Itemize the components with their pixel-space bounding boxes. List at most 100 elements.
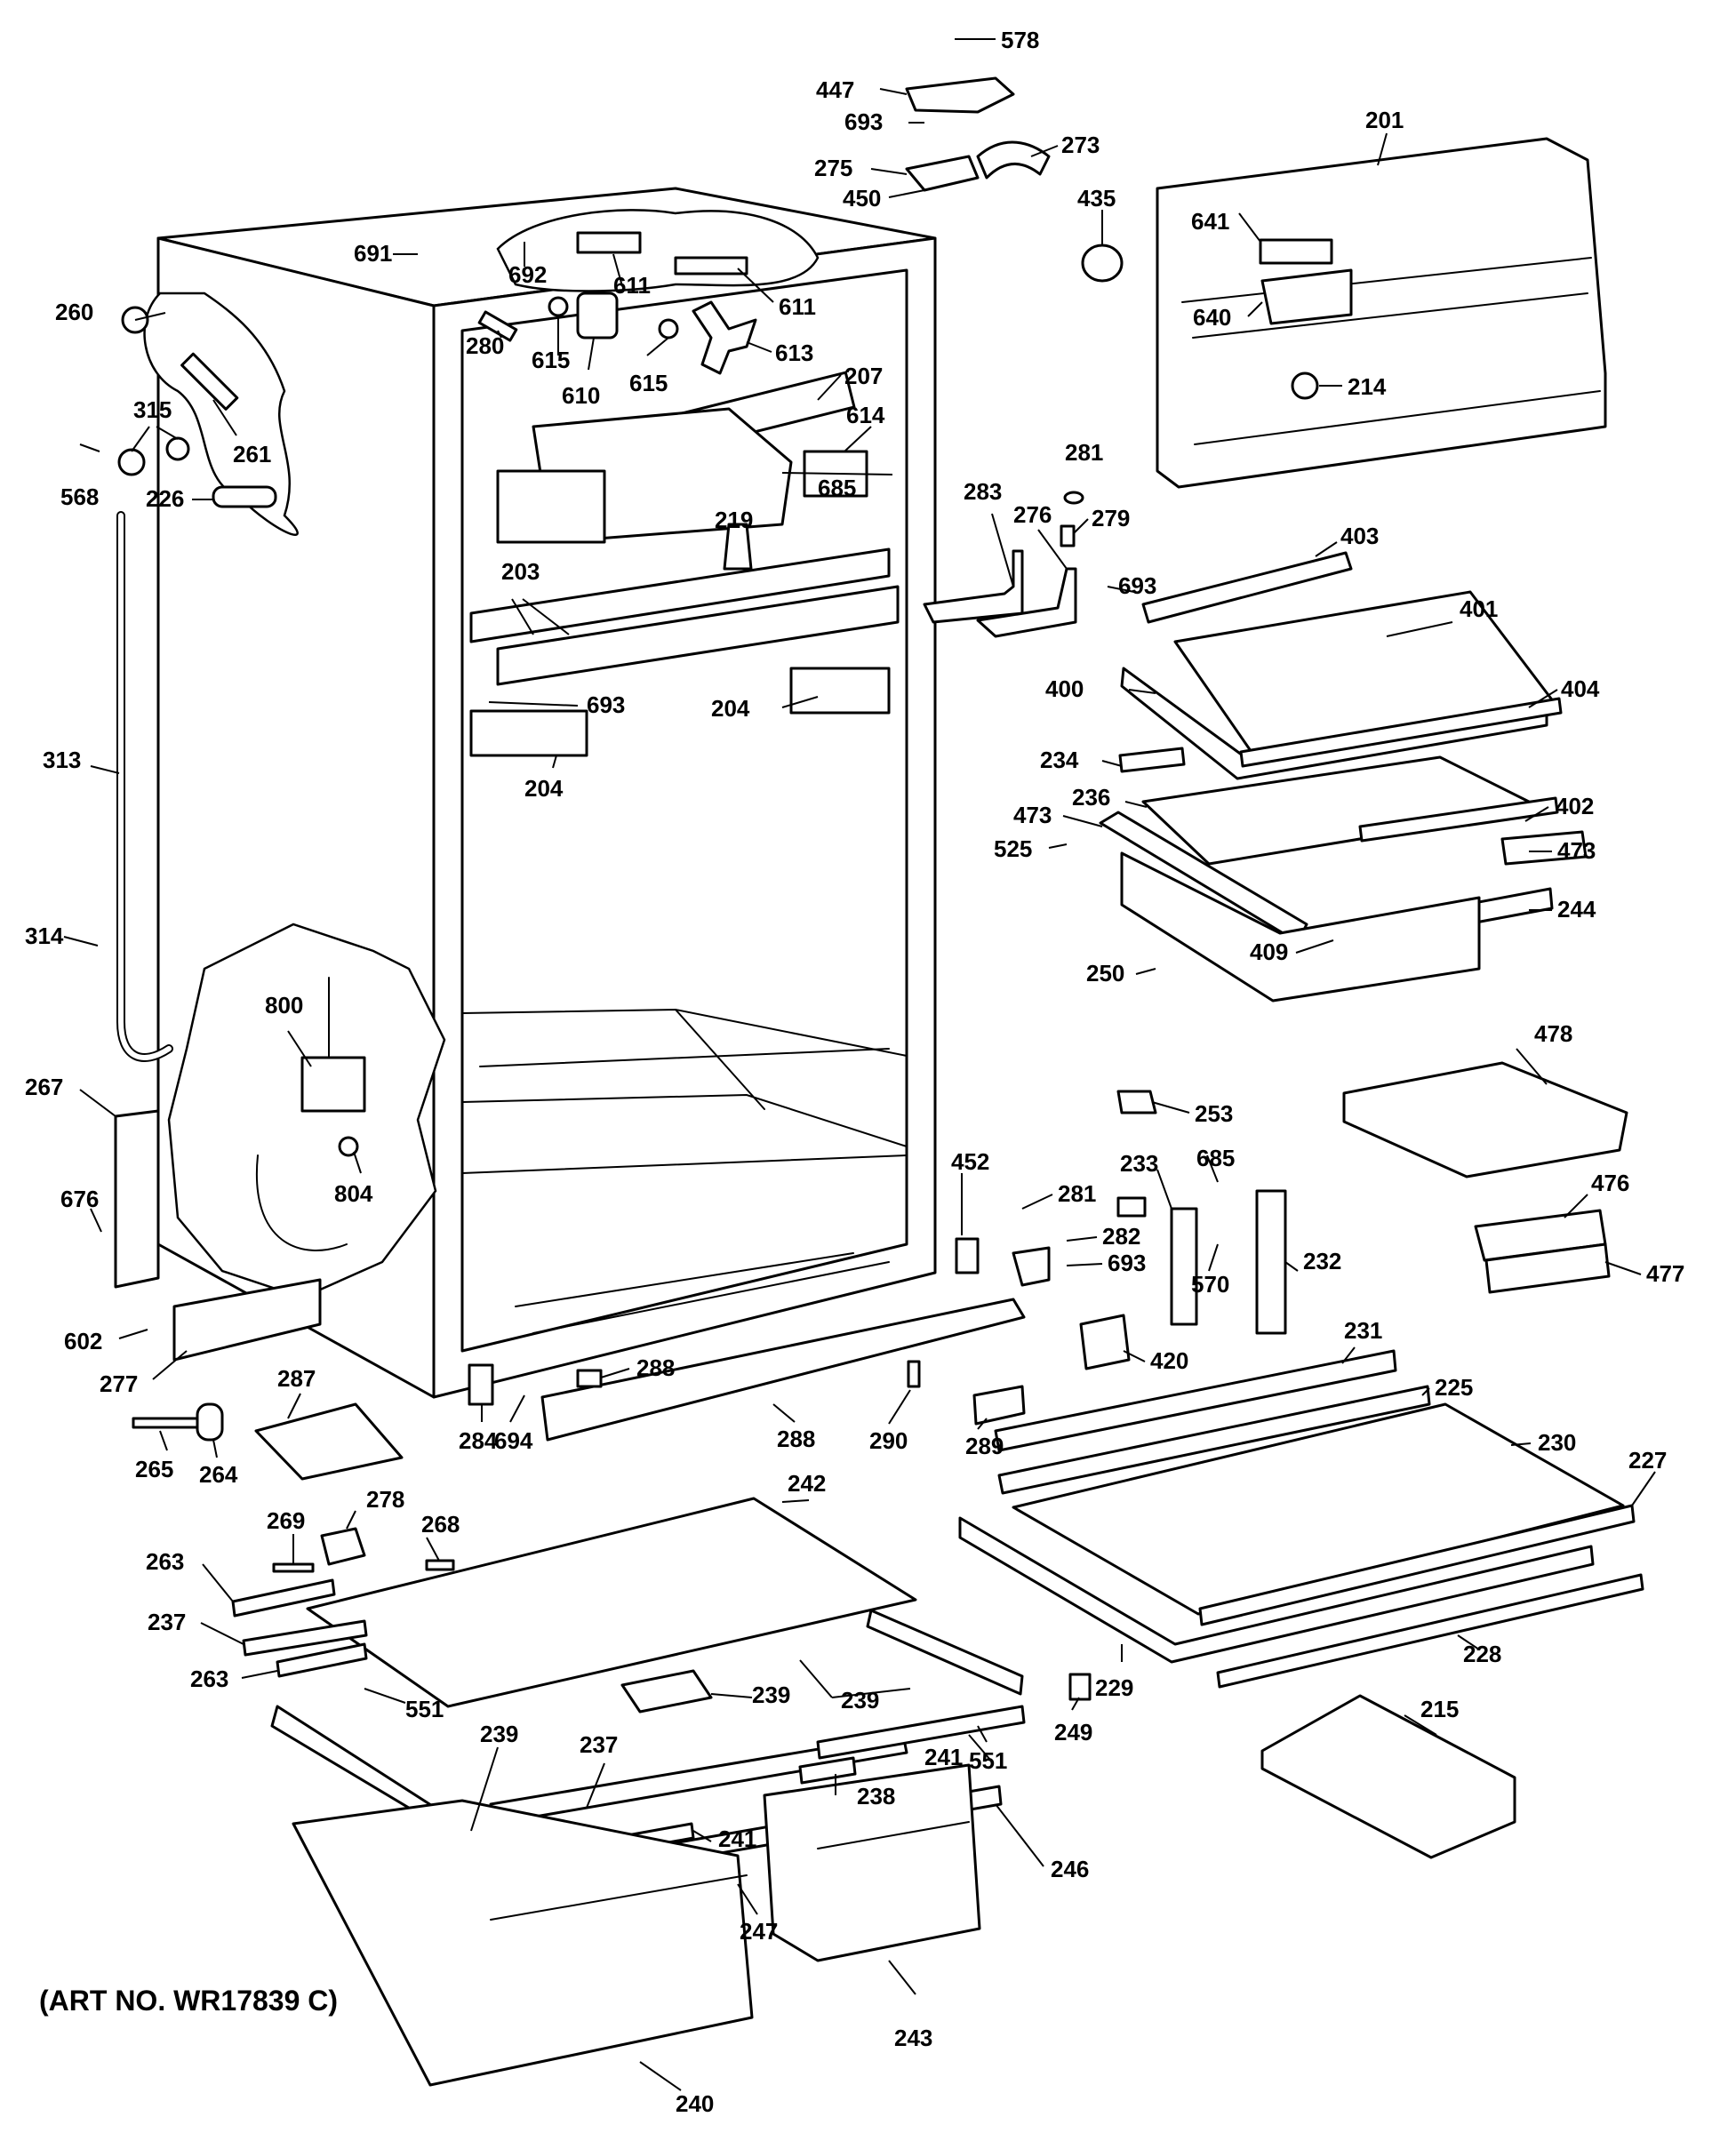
callout-261: 261 <box>233 441 271 467</box>
callout-275: 275 <box>814 155 852 181</box>
callout-288: 288 <box>636 1354 675 1381</box>
bracket-238 <box>798 1756 857 1785</box>
callout-615: 615 <box>532 347 570 373</box>
wire-harness-273 <box>976 140 1051 180</box>
callout-289: 289 <box>965 1433 1004 1459</box>
callout-239: 239 <box>752 1682 790 1708</box>
trim-225 <box>997 1385 1431 1495</box>
bracket-278 <box>320 1527 366 1566</box>
cover-447 <box>905 76 1015 114</box>
hinge-283 <box>923 549 1024 624</box>
callout-804: 804 <box>334 1180 373 1207</box>
callout-611: 611 <box>613 272 651 299</box>
callout-273: 273 <box>1061 132 1100 158</box>
callout-242: 242 <box>788 1470 826 1497</box>
callout-234: 234 <box>1040 747 1079 773</box>
callout-239: 239 <box>841 1687 879 1714</box>
callout-232: 232 <box>1303 1248 1341 1274</box>
bin-478 <box>1342 1061 1628 1178</box>
callout-692: 692 <box>508 261 547 288</box>
callout-473: 473 <box>1013 802 1052 828</box>
callout-452: 452 <box>951 1148 989 1175</box>
callout-551: 551 <box>969 1747 1007 1774</box>
callout-281: 281 <box>1058 1180 1096 1207</box>
art-number-caption: (ART NO. WR17839 C) <box>39 1985 338 2017</box>
drawer-240 <box>292 1799 754 2087</box>
trim-263b <box>276 1642 368 1678</box>
callout-578: 578 <box>1001 27 1039 53</box>
grille-288 <box>540 1298 1026 1442</box>
slide-473b <box>1500 830 1588 866</box>
callout-409: 409 <box>1250 939 1288 965</box>
crisper-pan-250 <box>1120 851 1481 1003</box>
callout-236: 236 <box>1072 784 1110 811</box>
washer-281a <box>1063 491 1084 505</box>
shelf-glass-230 <box>1012 1402 1625 1616</box>
callout-404: 404 <box>1561 675 1600 702</box>
roller-264 <box>196 1402 224 1442</box>
callout-611: 611 <box>779 293 816 320</box>
callout-247: 247 <box>740 1918 778 1945</box>
callout-214: 214 <box>1348 373 1387 400</box>
fan-blade-613 <box>692 300 757 375</box>
bracket-233-clip <box>1116 1196 1147 1218</box>
defrost-timer-box <box>496 469 606 544</box>
rail-203b <box>496 585 900 686</box>
callout-570: 570 <box>1191 1271 1229 1298</box>
plate-452 <box>955 1237 980 1274</box>
callout-201: 201 <box>1365 107 1404 133</box>
rail-237a <box>242 1619 368 1657</box>
duct-640 <box>1260 268 1353 325</box>
callout-676: 676 <box>60 1186 99 1212</box>
callout-287: 287 <box>277 1365 316 1392</box>
callout-691: 691 <box>354 240 392 267</box>
callout-239: 239 <box>480 1721 518 1747</box>
callout-693: 693 <box>1118 572 1156 599</box>
callout-265: 265 <box>135 1456 173 1482</box>
callout-264: 264 <box>199 1461 238 1488</box>
callout-694: 694 <box>494 1427 533 1454</box>
motor-610 <box>576 292 619 340</box>
shelf-frame-229 <box>958 1516 1595 1664</box>
callout-labels: 578 447 693 273 275 450 435 201 641 640 … <box>25 27 1684 2117</box>
callout-435: 435 <box>1077 185 1116 212</box>
trim-231 <box>994 1349 1397 1452</box>
trim-227 <box>1198 1504 1636 1626</box>
clip-288 <box>576 1369 603 1388</box>
clip-249 <box>1068 1673 1092 1701</box>
callout-249: 249 <box>1054 1719 1092 1746</box>
tube-226 <box>212 485 277 508</box>
callout-280: 280 <box>466 332 504 359</box>
callout-477: 477 <box>1646 1260 1684 1287</box>
callout-525: 525 <box>994 835 1032 862</box>
callout-263: 263 <box>190 1666 228 1692</box>
callout-237: 237 <box>580 1731 618 1758</box>
trim-402 <box>1358 796 1559 843</box>
callout-693: 693 <box>587 691 625 718</box>
callout-250: 250 <box>1086 960 1124 987</box>
callout-641: 641 <box>1191 208 1229 235</box>
callout-613: 613 <box>775 340 813 366</box>
callout-282: 282 <box>1102 1223 1140 1250</box>
fitting-315 <box>117 448 146 476</box>
callout-615: 615 <box>629 370 668 396</box>
callout-268: 268 <box>421 1511 460 1538</box>
cover-267 <box>114 1109 160 1289</box>
leader-lines <box>63 38 1656 2091</box>
shelf-trim-403 <box>1141 551 1353 624</box>
trim-263a <box>231 1578 336 1618</box>
callout-230: 230 <box>1538 1429 1576 1456</box>
callout-401: 401 <box>1460 595 1498 622</box>
callout-204: 204 <box>711 695 750 722</box>
tube-261 <box>180 352 239 411</box>
callout-403: 403 <box>1340 523 1379 549</box>
callout-278: 278 <box>366 1486 404 1513</box>
callout-228: 228 <box>1463 1641 1501 1667</box>
callout-476: 476 <box>1591 1170 1629 1196</box>
callout-229: 229 <box>1095 1674 1133 1701</box>
nut-315 <box>165 436 190 461</box>
drawer-243 <box>763 1763 981 1962</box>
callout-610: 610 <box>562 382 600 409</box>
callout-420: 420 <box>1150 1347 1188 1374</box>
slide-473a <box>1099 811 1308 944</box>
